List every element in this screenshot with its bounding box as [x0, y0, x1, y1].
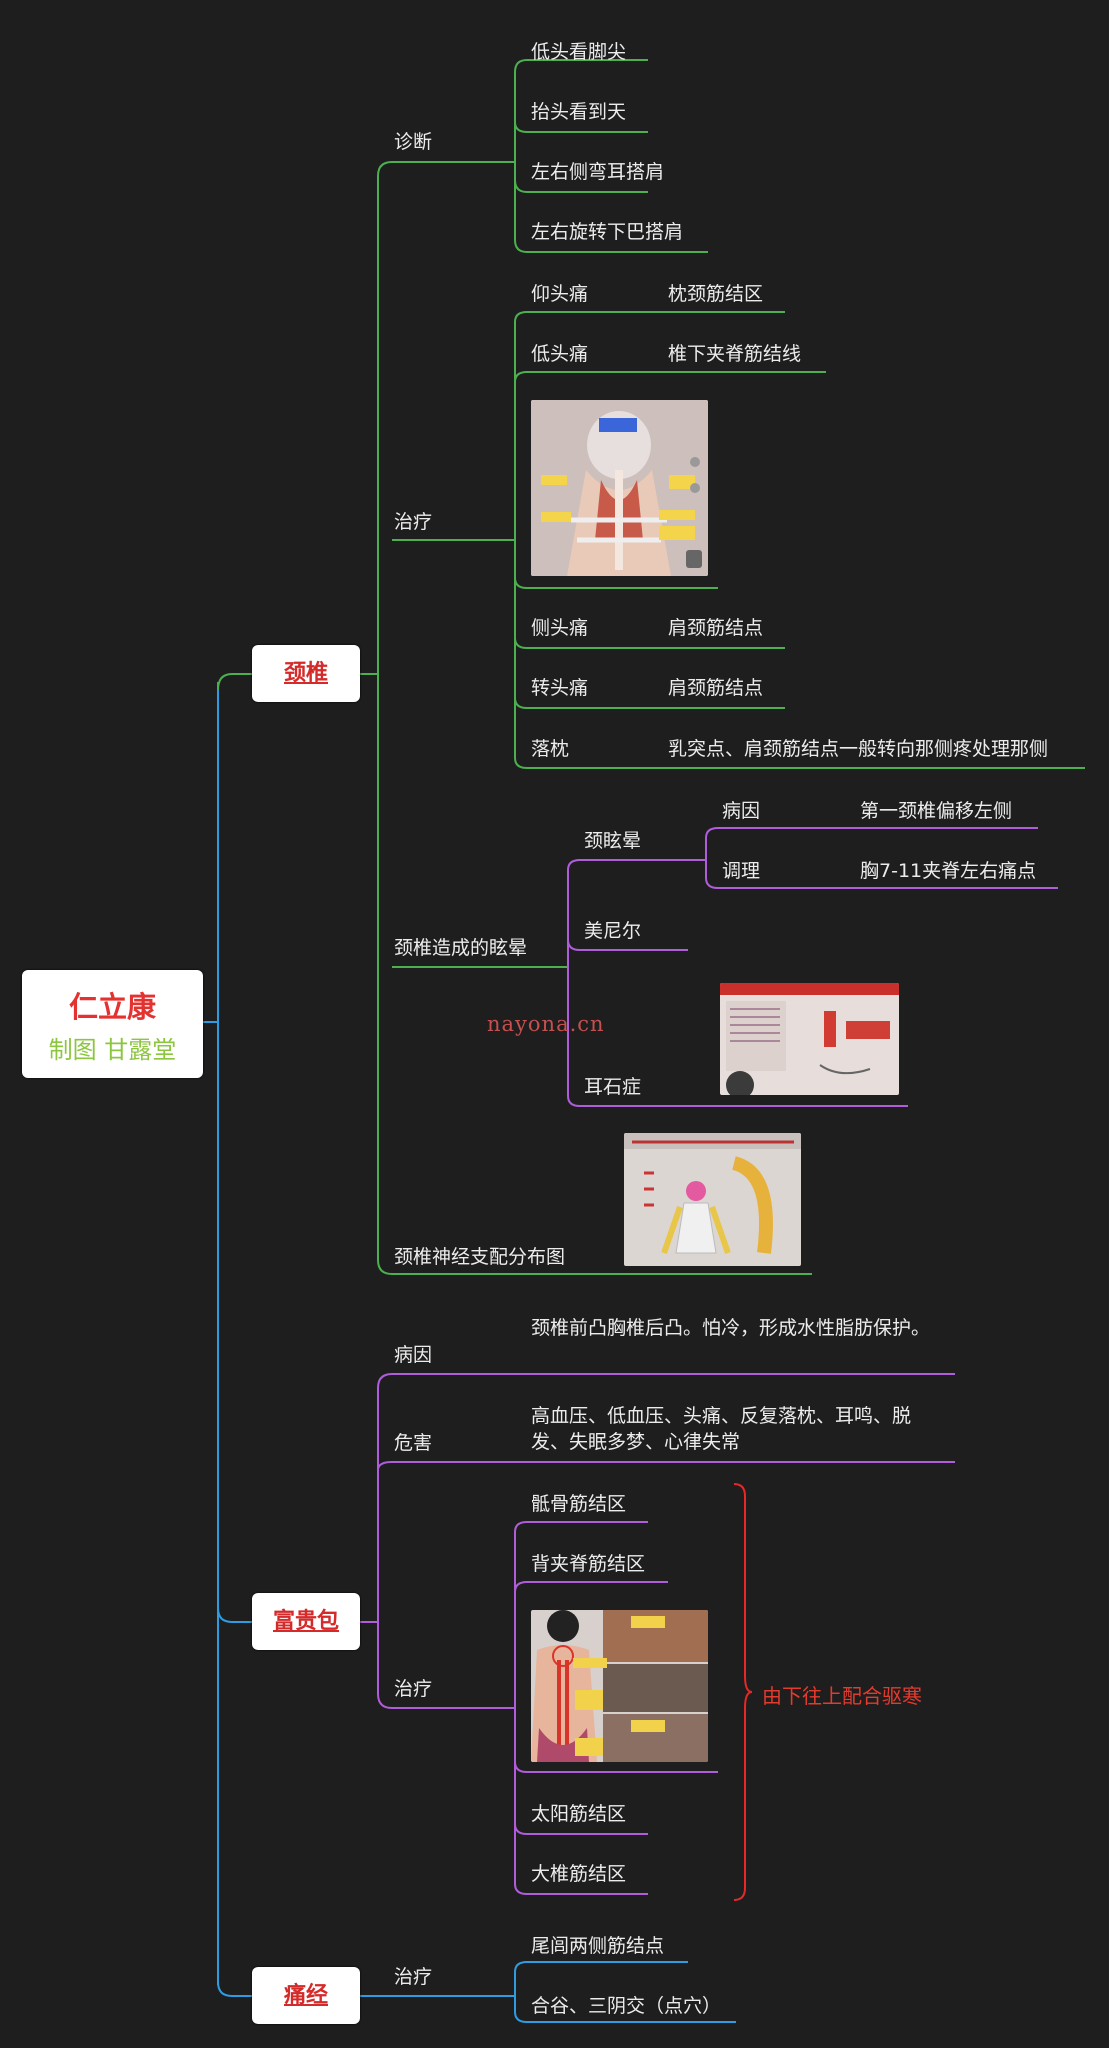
treatment-area[interactable]: 肩颈筋结点: [668, 677, 764, 699]
treatment-area[interactable]: 肩颈筋结点: [668, 617, 764, 639]
branch-dysmenorrhea-label: 痛经: [283, 1983, 328, 2008]
node-dowager-treatment[interactable]: 治疗: [394, 1678, 433, 1700]
dowager-treatment-item[interactable]: 背夹脊筋结区: [531, 1553, 646, 1575]
node-diagnosis[interactable]: 诊断: [394, 131, 433, 153]
diagnosis-item[interactable]: 左右侧弯耳搭肩: [531, 161, 665, 183]
otolith-illustration: [720, 983, 899, 1095]
branch-cervical[interactable]: 颈椎: [252, 645, 360, 702]
treatment-symptom[interactable]: 侧头痛: [531, 617, 589, 639]
node-meniere[interactable]: 美尼尔: [584, 920, 642, 942]
nerve-map-illustration: [624, 1133, 801, 1266]
vertigo-cause[interactable]: 第一颈椎偏移左侧: [860, 800, 1013, 822]
dysmenorrhea-item[interactable]: 合谷、三阴交（点穴）: [531, 1995, 722, 2017]
dowager-treatment-item[interactable]: 太阳筋结区: [531, 1803, 627, 1825]
dowager-treatment-item[interactable]: 大椎筋结区: [531, 1863, 627, 1885]
node-dysmenorrhea-treatment[interactable]: 治疗: [394, 1966, 433, 1988]
dowager-harm[interactable]: 高血压、低血压、头痛、反复落枕、耳鸣、脱发、失眠多梦、心律失常: [531, 1405, 912, 1453]
dysmenorrhea-item[interactable]: 尾闾两侧筋结点: [531, 1935, 665, 1957]
back-treatment-image[interactable]: [531, 1610, 708, 1762]
diagnosis-item[interactable]: 低头看脚尖: [531, 41, 627, 63]
vertigo-care[interactable]: 胸7-11夹脊左右痛点: [860, 860, 1037, 882]
treatment-area[interactable]: 枕颈筋结区: [668, 283, 764, 305]
dowager-cause[interactable]: 颈椎前凸胸椎后凸。怕冷，形成水性脂肪保护。: [531, 1317, 931, 1339]
root-subtitle: 制图 甘露堂: [48, 1036, 177, 1064]
treatment-area[interactable]: 椎下夹脊筋结线: [668, 343, 802, 365]
neck-back-image[interactable]: [531, 400, 708, 576]
node-nerve-map[interactable]: 颈椎神经支配分布图: [394, 1246, 566, 1268]
branch-dysmenorrhea[interactable]: 痛经: [252, 1967, 360, 2024]
branch-cervical-label: 颈椎: [283, 661, 328, 686]
branch-dowager-label: 富贵包: [272, 1609, 339, 1634]
diagnosis-item[interactable]: 左右旋转下巴搭肩: [531, 221, 684, 243]
node-vertigo[interactable]: 颈椎造成的眩晕: [394, 937, 528, 959]
treatment-symptom[interactable]: 转头痛: [531, 677, 589, 699]
node-otolith[interactable]: 耳石症: [584, 1076, 642, 1098]
neck-back-illustration: [531, 400, 708, 576]
node-cervical-vertigo[interactable]: 颈眩晕: [584, 830, 642, 852]
back-treatment-illustration: [531, 1610, 708, 1762]
treatment-area[interactable]: 乳突点、肩颈筋结点一般转向那侧疼处理那侧: [668, 738, 1049, 760]
root-title: 仁立康: [68, 990, 156, 1024]
watermark: nayona.cn: [487, 1012, 605, 1036]
vertigo-cause-label[interactable]: 病因: [722, 800, 761, 822]
vertigo-care-label[interactable]: 调理: [722, 860, 761, 882]
branch-dowager-hump[interactable]: 富贵包: [252, 1593, 360, 1650]
dowager-harm-label[interactable]: 危害: [394, 1432, 433, 1454]
brace-note[interactable]: 由下往上配合驱寒: [762, 1684, 922, 1708]
nerve-map-image[interactable]: [624, 1133, 801, 1266]
treatment-symptom[interactable]: 落枕: [531, 738, 570, 760]
otolith-image[interactable]: [720, 983, 899, 1095]
diagnosis-item[interactable]: 抬头看到天: [531, 101, 627, 123]
node-cervical-treatment[interactable]: 治疗: [394, 511, 433, 533]
treatment-symptom[interactable]: 低头痛: [531, 343, 589, 365]
dowager-treatment-item[interactable]: 骶骨筋结区: [531, 1493, 627, 1515]
root-node[interactable]: 仁立康 制图 甘露堂: [22, 970, 203, 1078]
treatment-symptom[interactable]: 仰头痛: [531, 283, 589, 305]
dowager-cause-label[interactable]: 病因: [394, 1344, 433, 1366]
